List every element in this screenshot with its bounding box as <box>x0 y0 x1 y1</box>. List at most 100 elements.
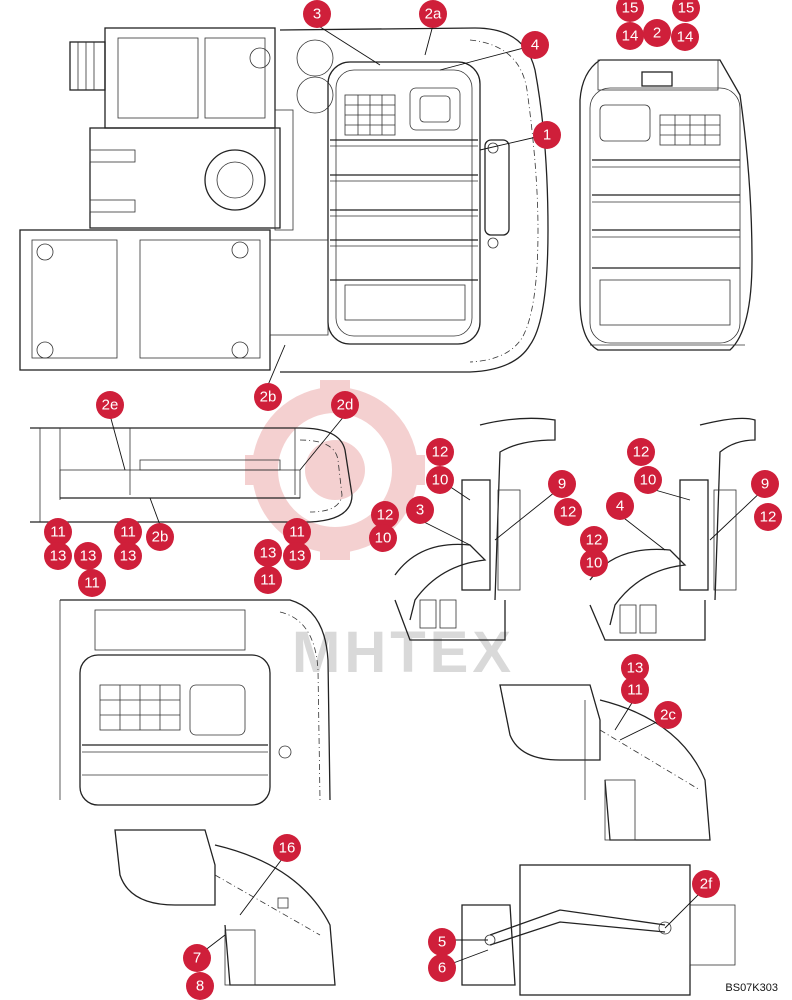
callout-12-e: 12 <box>754 503 782 531</box>
callout-5: 5 <box>428 928 456 956</box>
svg-text:2a: 2a <box>425 6 442 23</box>
reference-code: BS07K303 <box>725 982 778 994</box>
callout-14-right: 14 <box>671 23 699 51</box>
callout-3: 3 <box>303 0 331 28</box>
svg-text:7: 7 <box>193 950 201 967</box>
callout-11-b: 11 <box>78 569 106 597</box>
svg-text:9: 9 <box>558 476 566 493</box>
svg-text:4: 4 <box>616 498 624 515</box>
callout-1: 1 <box>533 121 561 149</box>
svg-text:12: 12 <box>432 444 449 461</box>
callout-9: 8 <box>186 972 214 1000</box>
callout-10-c: 10 <box>634 466 662 494</box>
callout-2: 2 <box>643 19 671 47</box>
callout-15-left: 15 <box>616 0 644 22</box>
callout-15-right: 15 <box>672 0 700 22</box>
side-section-upper <box>499 684 711 841</box>
leader-lines <box>109 24 766 969</box>
callout-2d: 2d <box>331 391 359 419</box>
svg-text:12: 12 <box>633 444 650 461</box>
svg-text:2b: 2b <box>152 529 169 546</box>
svg-text:6: 6 <box>438 960 446 977</box>
top-plan-view <box>19 27 549 373</box>
bracket-detail-right <box>589 417 756 641</box>
svg-text:16: 16 <box>279 840 296 857</box>
callout-12-a: 12 <box>426 438 454 466</box>
callout-4: 4 <box>521 31 549 59</box>
callout-12-b: 12 <box>554 498 582 526</box>
callout-13-b: 13 <box>74 542 102 570</box>
callout-4-b: 4 <box>606 492 634 520</box>
callout-2c: 2c <box>654 701 682 729</box>
callouts: 3 2a 4 1 15 15 2 14 14 2b 2e 2d 2b 11 13… <box>44 0 782 1000</box>
callout-16: 16 <box>273 834 301 862</box>
callout-2a: 2a <box>419 0 447 28</box>
svg-text:1: 1 <box>543 127 551 144</box>
svg-text:15: 15 <box>678 0 695 17</box>
callout-6: 6 <box>428 954 456 982</box>
svg-text:2e: 2e <box>102 397 119 414</box>
svg-text:11: 11 <box>289 524 305 541</box>
svg-text:11: 11 <box>260 572 276 589</box>
callout-2b-mid: 2b <box>146 523 174 551</box>
callout-12-f: 12 <box>580 526 608 554</box>
svg-text:15: 15 <box>622 0 639 17</box>
svg-text:13: 13 <box>289 548 306 565</box>
svg-text:2b: 2b <box>260 389 277 406</box>
svg-text:11: 11 <box>84 575 100 592</box>
svg-text:12: 12 <box>377 507 394 524</box>
svg-text:3: 3 <box>416 502 424 519</box>
svg-text:10: 10 <box>640 472 657 489</box>
svg-text:13: 13 <box>260 545 277 562</box>
svg-text:11: 11 <box>627 682 643 699</box>
callout-7: 7 <box>183 944 211 972</box>
plate-detail <box>461 864 736 996</box>
svg-text:11: 11 <box>50 524 66 541</box>
svg-text:4: 4 <box>531 37 539 54</box>
callout-10-b: 10 <box>369 524 397 552</box>
cab-front-view <box>579 59 753 351</box>
svg-text:14: 14 <box>622 28 639 45</box>
svg-text:10: 10 <box>432 472 449 489</box>
svg-text:8: 8 <box>196 978 204 995</box>
callout-11-a: 11 <box>44 518 72 546</box>
svg-text:3: 3 <box>313 6 321 23</box>
callout-10-d: 10 <box>580 549 608 577</box>
svg-text:9: 9 <box>761 476 769 493</box>
callout-13-c: 13 <box>114 542 142 570</box>
callout-8-b: 9 <box>751 470 779 498</box>
callout-12-c: 12 <box>371 501 399 529</box>
svg-text:13: 13 <box>627 660 644 677</box>
callout-11-c: 11 <box>114 518 142 546</box>
svg-text:2c: 2c <box>660 707 676 724</box>
callout-12-d: 12 <box>627 438 655 466</box>
callout-13-d: 13 <box>283 542 311 570</box>
svg-text:12: 12 <box>560 504 577 521</box>
svg-text:12: 12 <box>760 509 777 526</box>
callout-13-a: 13 <box>44 542 72 570</box>
svg-text:10: 10 <box>375 530 392 547</box>
callout-3-b: 3 <box>406 496 434 524</box>
callout-11-f: 11 <box>621 676 649 704</box>
callout-2f: 2f <box>692 870 720 898</box>
bracket-detail-left <box>394 417 556 641</box>
seat-grid <box>344 94 396 136</box>
side-section-lower <box>114 829 336 986</box>
front-view-seat-grid <box>659 114 721 146</box>
svg-text:2: 2 <box>653 25 661 42</box>
svg-text:10: 10 <box>586 555 603 572</box>
watermark-text: MHTEX <box>292 620 515 685</box>
callout-13-e: 13 <box>254 539 282 567</box>
side-strip-view <box>30 427 353 523</box>
svg-text:2f: 2f <box>700 876 713 893</box>
svg-text:13: 13 <box>120 548 137 565</box>
cab-rear-view <box>59 599 331 806</box>
callout-8-a: 9 <box>548 470 576 498</box>
svg-text:5: 5 <box>438 934 446 951</box>
callout-2b-top: 2b <box>254 383 282 411</box>
callout-2e: 2e <box>96 391 124 419</box>
svg-text:12: 12 <box>586 532 603 549</box>
callout-11-e: 11 <box>254 566 282 594</box>
callout-10-a: 10 <box>426 466 454 494</box>
